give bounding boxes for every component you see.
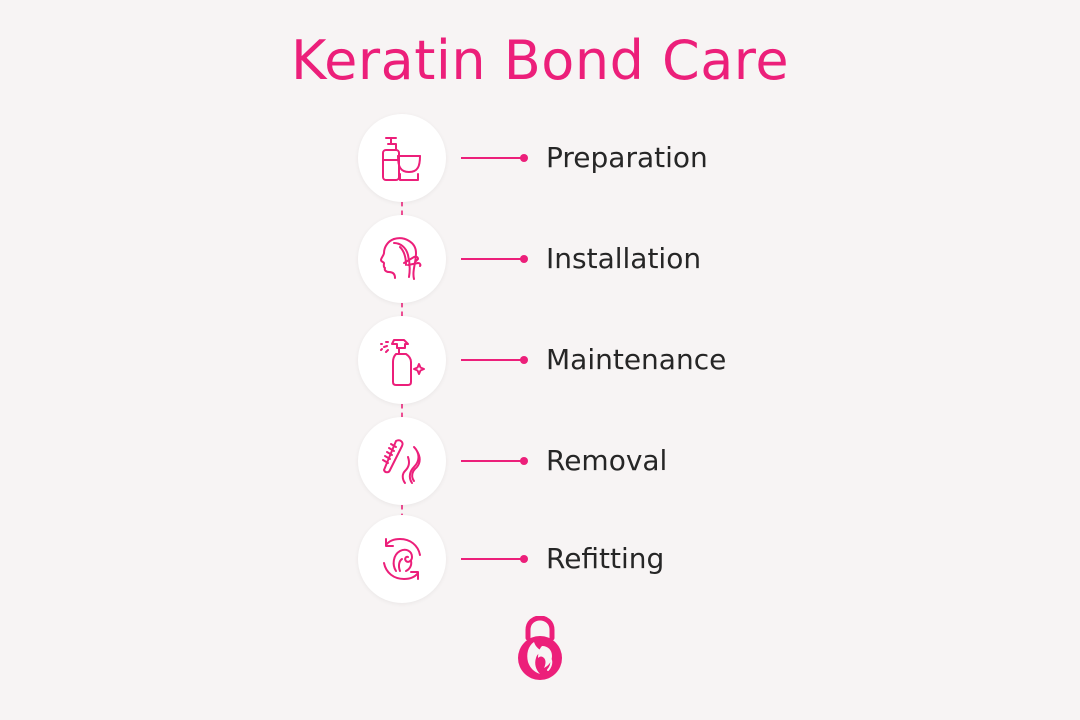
spray-bottle-icon <box>380 339 425 386</box>
step-connector-dot <box>520 356 528 364</box>
hair-installation-icon <box>380 237 422 280</box>
step-connector-dot <box>520 555 528 563</box>
comb-and-hair-icon <box>382 439 421 484</box>
step-label: Installation <box>546 242 702 275</box>
step-connector-line <box>461 258 524 260</box>
step-preparation: Preparation <box>358 114 738 202</box>
step-connector-dot <box>520 457 528 465</box>
bottle-and-bowl-icon <box>382 137 421 181</box>
step-removal: Removal <box>358 417 738 505</box>
lock-with-hair-logo <box>518 616 562 680</box>
step-label: Preparation <box>546 141 708 174</box>
step-connector-line <box>461 359 524 361</box>
step-icon-circle <box>358 215 446 303</box>
step-icon-circle <box>358 316 446 404</box>
step-connector-dot <box>520 255 528 263</box>
refresh-hair-icon <box>383 538 421 580</box>
step-icon-circle <box>358 515 446 603</box>
step-label: Refitting <box>546 542 665 575</box>
step-maintenance: Maintenance <box>358 316 738 404</box>
step-icon-circle <box>358 114 446 202</box>
step-connector-line <box>461 460 524 462</box>
step-label: Maintenance <box>546 343 727 376</box>
step-installation: Installation <box>358 215 738 303</box>
step-connector-line <box>461 157 524 159</box>
step-connector-dot <box>520 154 528 162</box>
step-label: Removal <box>546 444 668 477</box>
step-icon-circle <box>358 417 446 505</box>
step-connector-line <box>461 558 524 560</box>
page-title: Keratin Bond Care <box>290 29 790 92</box>
step-refitting: Refitting <box>358 515 738 603</box>
